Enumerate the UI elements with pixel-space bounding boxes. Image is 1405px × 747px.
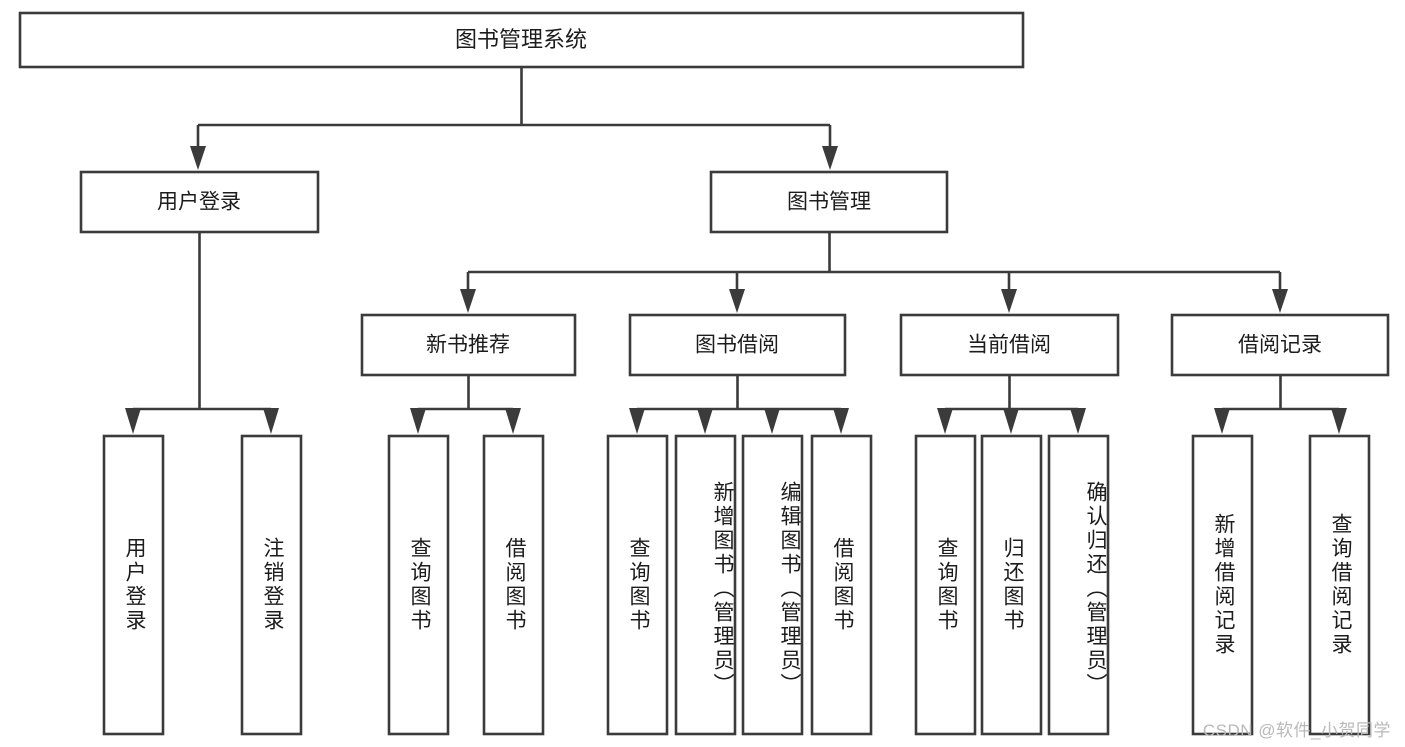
leaf-box-confirm-return-admin[interactable] (1047, 434, 1110, 736)
arrow-head-book-manage (822, 146, 838, 170)
leaf-box-return-book[interactable] (980, 434, 1043, 736)
connector-group-borrowrecord-to-leaves (1214, 375, 1347, 434)
node-book-borrow-label: 图书借阅 (695, 334, 779, 357)
arrow-head-bookborrow-leaf-3 (764, 408, 780, 434)
connector-group-newbook-to-leaves (410, 375, 521, 434)
leaf-group-book-borrow (606, 434, 873, 736)
leaf-group-user-login (102, 434, 303, 736)
arrow-head-bookborrow-leaf-2 (697, 408, 713, 434)
arrow-head-currentborrow-leaf-3 (1070, 408, 1086, 434)
connector-group-root-to-level2 (190, 67, 838, 170)
leaf-box-user-login[interactable] (102, 434, 165, 736)
arrow-head-user-login (190, 146, 206, 170)
node-new-book-recommend[interactable]: 新书推荐 (360, 313, 577, 377)
node-root[interactable]: 图书管理系统 (18, 11, 1025, 69)
connector-group-currentborrow-to-leaves (937, 375, 1086, 434)
leaf-box-query-book-nb[interactable] (387, 434, 450, 736)
connector-group-userlogin-to-leaves (125, 232, 279, 434)
leaf-box-borrow-book-bb[interactable] (810, 434, 873, 736)
arrow-head-book-borrow (729, 289, 745, 313)
node-book-borrow-box[interactable] (628, 313, 847, 377)
arrow-head-currentborrow-leaf-2 (1003, 408, 1019, 434)
node-new-book-recommend-label: 新书推荐 (426, 334, 510, 357)
node-user-login-box[interactable] (79, 170, 320, 234)
leaf-box-query-book-bb[interactable] (606, 434, 669, 736)
node-root-label: 图书管理系统 (455, 27, 587, 52)
arrow-head-borrowrecord-leaf-2 (1331, 408, 1347, 434)
leaf-group-borrow-record (1191, 434, 1371, 736)
leaf-box-edit-book-admin[interactable] (741, 434, 804, 736)
arrow-head-leaf-user-login (125, 408, 141, 434)
node-book-manage-label: 图书管理 (787, 191, 871, 214)
arrow-head-leaf-logout (263, 408, 279, 434)
leaf-box-query-book-cb[interactable] (914, 434, 977, 736)
leaf-box-add-borrow-record[interactable] (1191, 434, 1254, 736)
node-borrow-record-label: 借阅记录 (1238, 334, 1322, 357)
node-book-borrow[interactable]: 图书借阅 (628, 313, 847, 377)
arrow-head-bookborrow-leaf-1 (629, 408, 645, 434)
arrow-head-borrow-record (1272, 289, 1288, 313)
connector-group-bookborrow-to-leaves (629, 375, 849, 434)
node-book-manage[interactable]: 图书管理 (709, 170, 949, 234)
node-new-book-recommend-box[interactable] (360, 313, 577, 377)
node-borrow-record[interactable]: 借阅记录 (1170, 313, 1390, 377)
leaf-group-current-borrow (914, 434, 1110, 736)
leaf-box-query-borrow-record[interactable] (1308, 434, 1371, 736)
node-root-box[interactable] (18, 11, 1025, 69)
leaf-box-borrow-book-nb[interactable] (482, 434, 545, 736)
connector-group-bookmanage-to-level3 (460, 232, 1288, 313)
arrow-head-new-book (460, 289, 476, 313)
node-current-borrow-label: 当前借阅 (967, 334, 1051, 357)
arrow-head-currentborrow-leaf-1 (937, 408, 953, 434)
node-user-login[interactable]: 用户登录 (79, 170, 320, 234)
node-borrow-record-box[interactable] (1170, 313, 1390, 377)
csdn-watermark: CSDN @软件_小贺同学 (1202, 721, 1391, 740)
node-user-login-label: 用户登录 (157, 191, 241, 214)
leaf-box-add-book-admin[interactable] (674, 434, 737, 736)
leaf-group-new-book-recommend (387, 434, 545, 736)
arrow-head-borrowrecord-leaf-1 (1214, 408, 1230, 434)
arrow-head-bookborrow-leaf-4 (833, 408, 849, 434)
node-book-manage-box[interactable] (709, 170, 949, 234)
arrow-head-newbook-leaf-1 (410, 408, 426, 434)
arrow-head-newbook-leaf-2 (505, 408, 521, 434)
arrow-head-current-borrow (1001, 289, 1017, 313)
leaf-box-logout[interactable] (240, 434, 303, 736)
node-current-borrow-box[interactable] (899, 313, 1120, 377)
node-current-borrow[interactable]: 当前借阅 (899, 313, 1120, 377)
